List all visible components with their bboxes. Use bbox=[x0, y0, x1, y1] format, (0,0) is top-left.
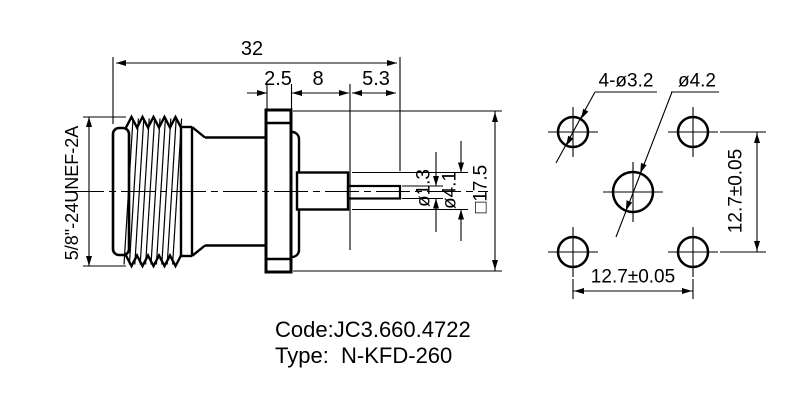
dim-pin-protrusion-label: 5.3 bbox=[362, 68, 390, 90]
dim-overall-length-label: 32 bbox=[240, 38, 264, 60]
dim-flange-thickness-label: 2.5 bbox=[264, 68, 292, 90]
thread-crest-top bbox=[124, 114, 183, 131]
part-code-text: Code:JC3.660.4722 bbox=[275, 317, 471, 342]
part-type-text: Type: N-KFD-260 bbox=[275, 343, 453, 368]
dim-insulator-protrusion-label: 8 bbox=[312, 68, 324, 90]
dim-insulator-diameter-label: ø4.1 bbox=[439, 170, 461, 210]
dim-hole-spacing-horizontal-label: 12.7±0.05 bbox=[590, 266, 676, 288]
dim-hole-spacing-vertical-label: 12.7±0.05 bbox=[725, 148, 747, 234]
arrowheads-face bbox=[566, 108, 760, 294]
arrowheads-side bbox=[86, 60, 498, 270]
center-pin bbox=[346, 184, 402, 200]
dim-flange-square-label: □17.5 bbox=[470, 164, 492, 214]
side-view-dimensions bbox=[83, 57, 502, 272]
dim-pin-diameter-label: ø1.3 bbox=[413, 168, 435, 208]
corner-holes-label: 4-ø3.2 bbox=[598, 70, 654, 92]
center-hole-label: ø4.2 bbox=[677, 70, 717, 92]
flange-face-view bbox=[548, 91, 766, 299]
thread-spec-label: 5/8"-24UNEF-2A bbox=[62, 125, 82, 261]
